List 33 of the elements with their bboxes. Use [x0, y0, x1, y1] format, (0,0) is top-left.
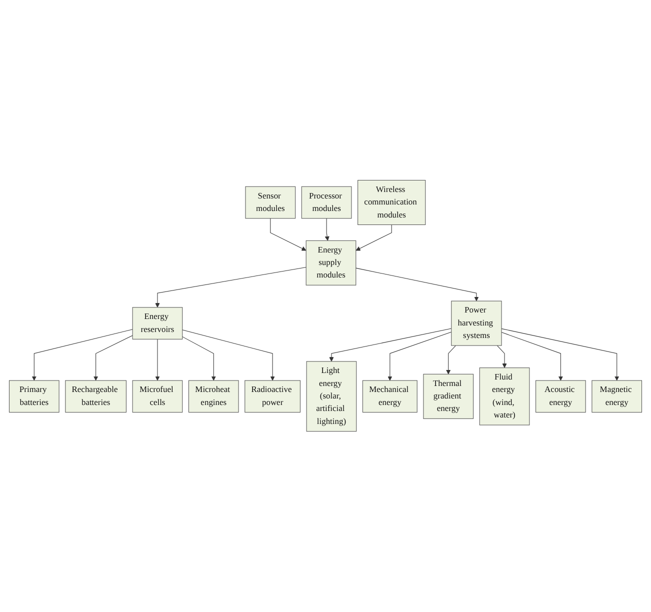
arrow — [93, 335, 133, 381]
arrow — [155, 267, 306, 308]
node-box: Mechanical energy — [362, 380, 418, 413]
node-box: Rechargeable batteries — [65, 380, 126, 413]
node-box: Radioactive power — [244, 380, 300, 413]
node-box: Light energy (solar, artificial lighting) — [306, 361, 357, 432]
node-box: Wireless communication modules — [358, 180, 426, 226]
arrow — [324, 218, 330, 242]
arrow — [356, 268, 479, 302]
arrow — [388, 332, 452, 381]
arrow — [446, 345, 456, 375]
node-box: Primary batteries — [8, 380, 60, 413]
arrow — [356, 224, 392, 251]
arrow — [182, 336, 216, 381]
node-box: Fluid energy (wind, water) — [479, 368, 530, 426]
arrow — [496, 345, 507, 368]
arrow — [182, 330, 275, 381]
arrow — [270, 218, 306, 251]
node-box: Power harvesting systems — [451, 300, 502, 346]
arrow — [155, 339, 160, 381]
node-box: Processor modules — [301, 186, 352, 219]
arrow — [501, 332, 564, 381]
node-box: Sensor modules — [245, 186, 296, 219]
node-box: Thermal gradient energy — [423, 374, 474, 420]
arrow — [329, 328, 452, 362]
arrow — [32, 329, 133, 381]
node-box: Microfuel cells — [132, 380, 183, 413]
node-box: Energy reservoirs — [132, 307, 183, 340]
node-box: Energy supply modules — [306, 240, 356, 286]
node-box: Acoustic energy — [536, 380, 586, 413]
arrow — [501, 328, 620, 381]
node-box: Magnetic energy — [592, 380, 642, 413]
node-box: Microheat engines — [188, 380, 239, 413]
